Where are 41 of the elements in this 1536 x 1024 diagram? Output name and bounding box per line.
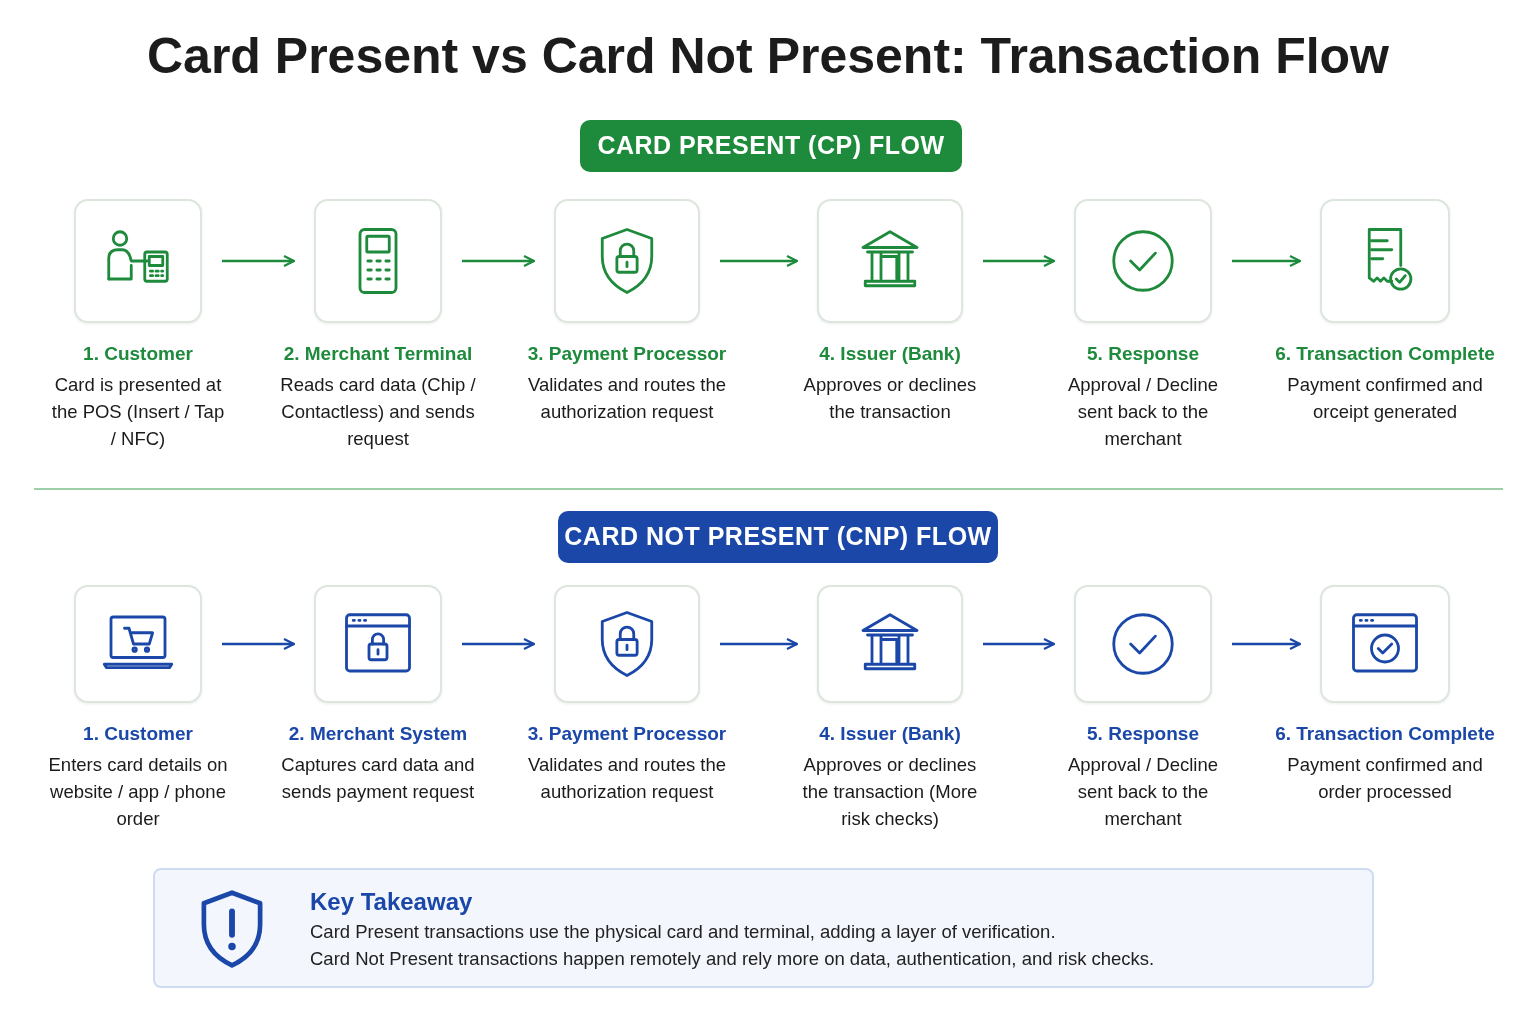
step-description: Captures card data and sends payment request (280, 753, 476, 804)
step-description: Validates and routes the authorization request (527, 753, 727, 804)
arrow (222, 637, 296, 651)
title: Card Present vs Card Not Present: Transaction Flow (147, 27, 1389, 86)
step-title: 3. Payment Processor (527, 722, 727, 746)
step-description: Approval / Decline sent back to the merchant (1066, 373, 1220, 451)
step-title: 6. Transaction Complete (1275, 342, 1495, 366)
takeaway-heading: Key Takeaway (310, 887, 474, 917)
step-description: Payment confirmed and orceipt generated (1286, 373, 1484, 424)
arrow (222, 254, 296, 268)
step-title: 2. Merchant System (288, 722, 468, 746)
step-title: 3. Payment Processor (527, 342, 727, 366)
takeaway-panel (153, 868, 1374, 988)
step-description: Enters card details on website / app / phone order (48, 753, 228, 831)
step-description: Card is presented at the POS (Insert / Tap / NFC) (50, 373, 226, 451)
arrow (720, 254, 799, 268)
arrow (983, 254, 1056, 268)
step-description: Reads card data (Chip / Contactless) and sends request (280, 373, 476, 451)
step-title: 5. Response (1087, 342, 1199, 366)
arrow (462, 254, 536, 268)
step-description: Approval / Decline sent back to the merchant (1066, 753, 1220, 831)
step-title: 5. Response (1087, 722, 1199, 746)
arrow (720, 637, 799, 651)
arrow (1232, 637, 1302, 651)
step-description: Payment confirmed and order processed (1286, 753, 1484, 804)
arrow (462, 637, 536, 651)
step-description: Validates and routes the authorization request (527, 373, 727, 424)
step-title: 1. Customer (83, 342, 193, 366)
step-title: 4. Issuer (Bank) (819, 342, 961, 366)
step-title: 1. Customer (83, 722, 193, 746)
step-description: Approves or declines the transaction (More risk checks) (801, 753, 979, 831)
step-description: Approves or declines the transaction (802, 373, 978, 424)
arrow (983, 637, 1056, 651)
step-title: 6. Transaction Complete (1275, 722, 1495, 746)
section-header: CARD NOT PRESENT (CNP) FLOW (558, 511, 998, 563)
takeaway-text: Card Present transactions use the physical card and terminal, adding a layer of verification. (310, 920, 1057, 944)
step-title: 4. Issuer (Bank) (819, 722, 961, 746)
takeaway-text: Card Not Present transactions happen remotely and rely more on data, authentication, and risk checks. (310, 947, 1155, 971)
section-header: CARD PRESENT (CP) FLOW (580, 120, 962, 172)
step-title: 2. Merchant Terminal (283, 342, 473, 366)
arrow (1232, 254, 1302, 268)
